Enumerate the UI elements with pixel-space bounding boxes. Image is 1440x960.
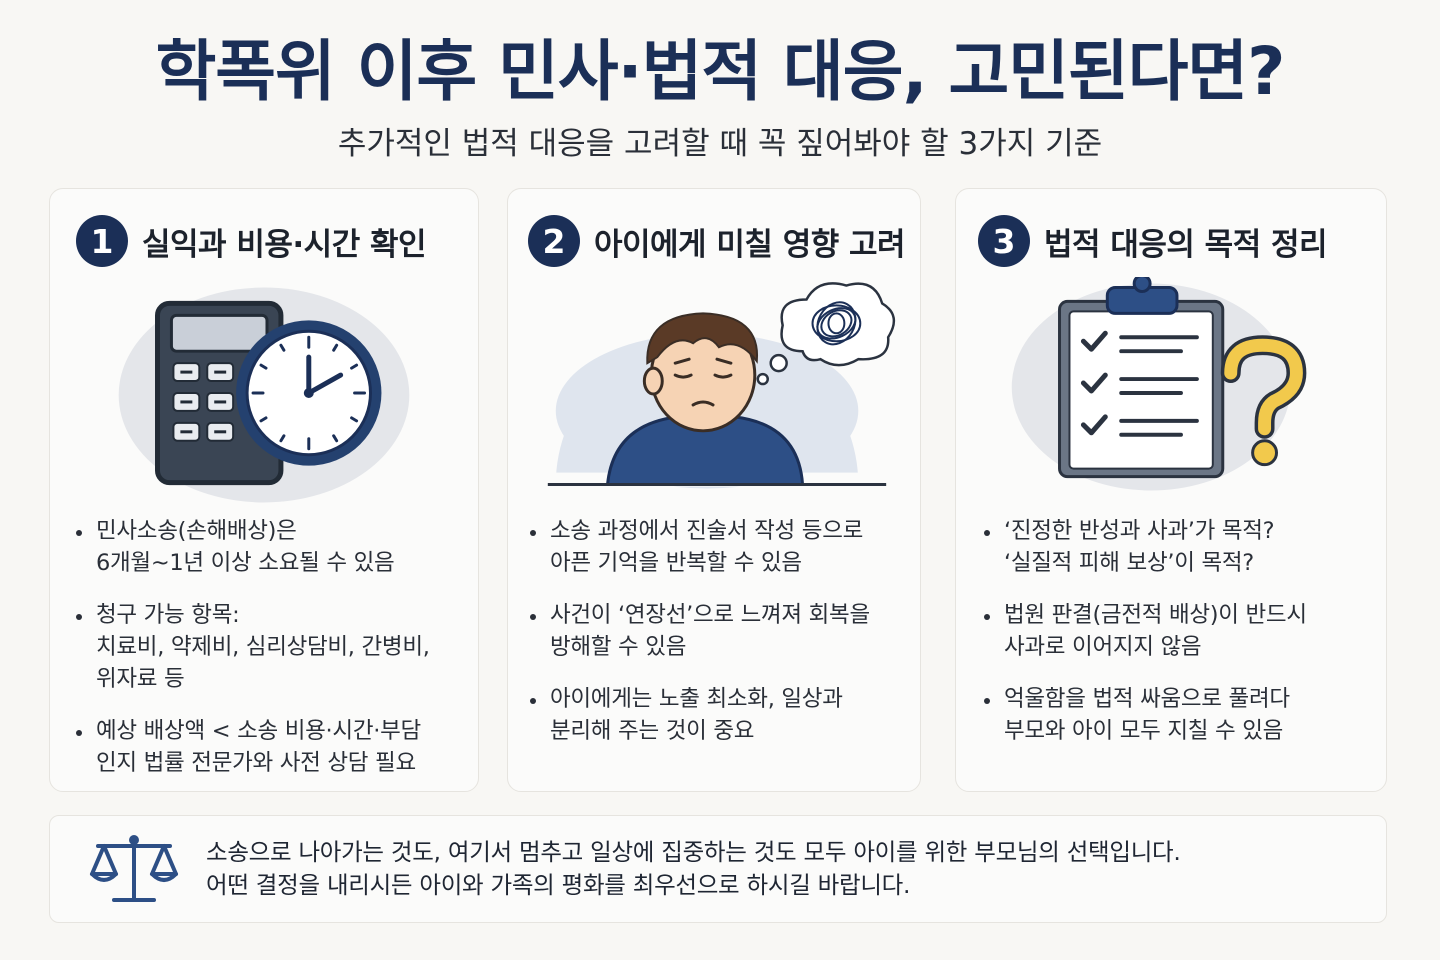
clipboard-question-icon — [956, 277, 1386, 507]
closing-message-line: 소송으로 나아가는 것도, 여기서 멈추고 일상에 집중하는 것도 모두 아이를… — [206, 838, 1181, 866]
bullet-list: ‘진정한 반성과 사과’가 목적? ‘실질적 피해 보상’이 목적? 법원 판결… — [982, 515, 1378, 767]
list-item: 청구 가능 항목: 치료비, 약제비, 심리상담비, 간병비, 위자료 등 — [74, 599, 470, 695]
scales-of-justice-icon — [90, 835, 178, 902]
card-header: 1 실익과 비용·시간 확인 — [76, 215, 468, 267]
page-subtitle: 추가적인 법적 대응을 고려할 때 꼭 짚어봐야 할 3가지 기준 — [337, 126, 1103, 162]
criteria-card-child-impact: 2 아이에게 미칠 영향 고려 — [507, 188, 921, 792]
page-title: 학폭위 이후 민사·법적 대응, 고민된다면? — [155, 33, 1286, 110]
calculator-clock-icon — [50, 277, 478, 507]
criteria-card-cost-time: 1 실익과 비용·시간 확인 — [49, 188, 479, 792]
card-title: 아이에게 미칠 영향 고려 — [594, 226, 906, 263]
bullet-list: 민사소송(손해배상)은 6개월~1년 이상 소요될 수 있음 청구 가능 항목:… — [74, 515, 470, 799]
list-item: ‘진정한 반성과 사과’가 목적? ‘실질적 피해 보상’이 목적? — [982, 515, 1378, 579]
list-item: 억울함을 법적 싸움으로 풀려다 부모와 아이 모두 지칠 수 있음 — [982, 683, 1378, 747]
card-title: 실익과 비용·시간 확인 — [142, 226, 427, 263]
card-header: 3 법적 대응의 목적 정리 — [978, 215, 1376, 267]
step-number-badge: 3 — [978, 215, 1030, 267]
closing-message: 소송으로 나아가는 것도, 여기서 멈추고 일상에 집중하는 것도 모두 아이를… — [206, 836, 1366, 902]
list-item: 법원 판결(금전적 배상)이 반드시 사과로 이어지지 않음 — [982, 599, 1378, 663]
card-header: 2 아이에게 미칠 영향 고려 — [528, 215, 910, 267]
bullet-list: 소송 과정에서 진술서 작성 등으로 아픈 기억을 반복할 수 있음 사건이 ‘… — [528, 515, 912, 767]
list-item: 사건이 ‘연장선’으로 느껴져 회복을 방해할 수 있음 — [528, 599, 912, 663]
list-item: 예상 배상액 < 소송 비용·시간·부담 인지 법률 전문가와 사전 상담 필요 — [74, 715, 470, 779]
worried-child-icon — [508, 277, 920, 507]
list-item: 아이에게는 노출 최소화, 일상과 분리해 주는 것이 중요 — [528, 683, 912, 747]
card-title: 법적 대응의 목적 정리 — [1044, 226, 1328, 263]
closing-message-box: 소송으로 나아가는 것도, 여기서 멈추고 일상에 집중하는 것도 모두 아이를… — [49, 815, 1387, 923]
step-number-badge: 2 — [528, 215, 580, 267]
list-item: 소송 과정에서 진술서 작성 등으로 아픈 기억을 반복할 수 있음 — [528, 515, 912, 579]
closing-message-line: 어떤 결정을 내리시든 아이와 가족의 평화를 최우선으로 하시길 바랍니다. — [206, 871, 911, 899]
criteria-card-legal-purpose: 3 법적 대응의 목적 정리 ‘진정 — [955, 188, 1387, 792]
step-number-badge: 1 — [76, 215, 128, 267]
list-item: 민사소송(손해배상)은 6개월~1년 이상 소요될 수 있음 — [74, 515, 470, 579]
